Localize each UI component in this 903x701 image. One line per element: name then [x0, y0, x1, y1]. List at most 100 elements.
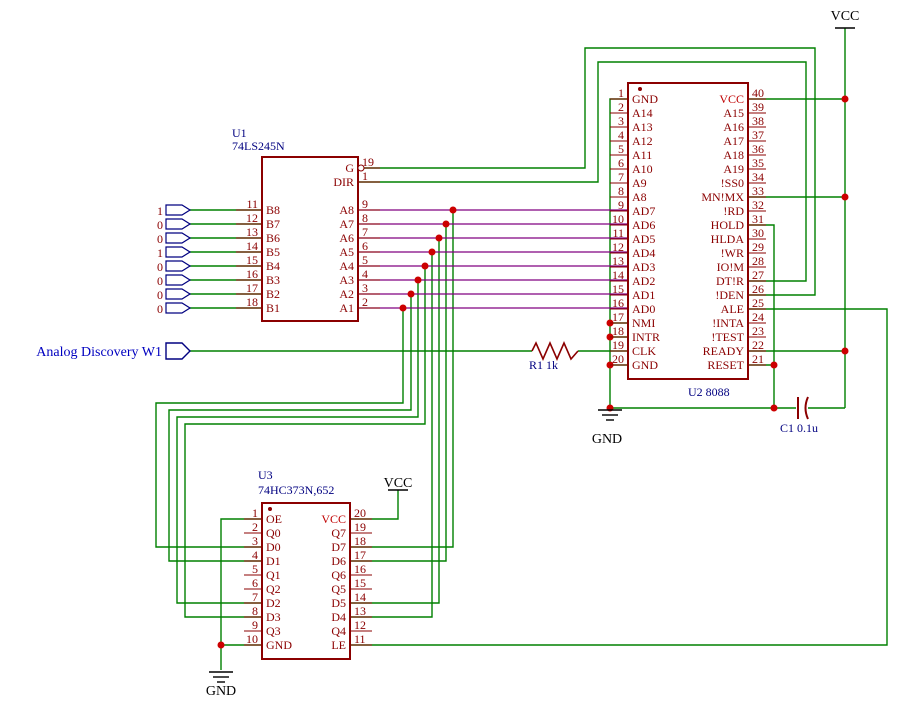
u2-pin-name: AD0 [632, 302, 655, 316]
u2-pin-name: A10 [632, 162, 653, 176]
u2-pin-number: 15 [612, 282, 624, 296]
u2-pin-name: !RD [723, 204, 744, 218]
u2-pin-name: GND [632, 358, 658, 372]
junctions [217, 95, 849, 649]
u2-pin-number: 31 [752, 212, 764, 226]
input-connector-shape [165, 274, 192, 286]
input-value: 0 [157, 260, 163, 274]
gnd-symbol-u2: GND [592, 409, 622, 447]
u2-pin-name: A17 [723, 134, 744, 148]
u2-pin-name: !INTA [712, 316, 744, 330]
resistor-r1: R1 1k [529, 341, 579, 372]
u2-pin-number: 35 [752, 156, 764, 170]
input-connector-shape [165, 218, 192, 230]
u2-pin-name: AD3 [632, 260, 655, 274]
u2-pin-number: 18 [612, 324, 624, 338]
r1-ref: R1 1k [529, 358, 558, 372]
u2-pin-name: ALE [721, 302, 744, 316]
u3-pin-name: D5 [331, 596, 346, 610]
u3-pin-name: Q5 [331, 582, 346, 596]
u2-pin-number: 12 [612, 240, 624, 254]
u2-pin-number: 16 [612, 296, 624, 310]
u1-pin-number: 9 [362, 197, 368, 211]
u3-pin-number: 20 [354, 506, 366, 520]
u2-pin-number: 5 [618, 142, 624, 156]
gnd-label: GND [592, 432, 622, 447]
u1-pin-name: B3 [266, 273, 280, 287]
input-connector-shape [165, 288, 192, 300]
u2-pin-name: AD5 [632, 232, 655, 246]
input-value: 1 [157, 246, 163, 260]
u1-pin-name: B1 [266, 301, 280, 315]
c1-ref: C1 0.1u [780, 421, 818, 435]
u1-pin-number: 13 [246, 225, 258, 239]
u3-pin-number: 14 [354, 590, 366, 604]
u2-pin-number: 29 [752, 240, 764, 254]
u2-pin-name: !SS0 [721, 176, 744, 190]
u1-pin-name: A4 [339, 259, 354, 273]
u2-pin-name: A15 [723, 106, 744, 120]
u1-pin-number: 2 [362, 295, 368, 309]
u2-pin-number: 38 [752, 114, 764, 128]
u1-pin-number: 11 [246, 197, 258, 211]
u1-pin-name: G [345, 161, 354, 175]
u2-pin-name: DT!R [716, 274, 744, 288]
u1-pin-name: B2 [266, 287, 280, 301]
u2-pin-number: 22 [752, 338, 764, 352]
u2-pin-name: A12 [632, 134, 653, 148]
u3-pin-name: D2 [266, 596, 281, 610]
address-data-bus [358, 209, 628, 309]
u2-pin-name: A14 [632, 106, 653, 120]
u3-pin-number: 18 [354, 534, 366, 548]
input-value: 1 [157, 204, 163, 218]
u1-pin-number: 18 [246, 295, 258, 309]
input-value: 0 [157, 218, 163, 232]
u2-pin-name: A18 [723, 148, 744, 162]
u3-pin-name: D0 [266, 540, 281, 554]
u2-pin-number: 20 [612, 352, 624, 366]
u3-pin-name: Q1 [266, 568, 281, 582]
u3-pin-number: 4 [252, 548, 258, 562]
input-connector-shape [165, 204, 192, 216]
u3-pin-name: Q0 [266, 526, 281, 540]
u2-pin-name: A19 [723, 162, 744, 176]
u2-pin-name: IO!M [717, 260, 745, 274]
u3-pin-name: Q4 [331, 624, 346, 638]
u2-pin-number: 36 [752, 142, 764, 156]
u2-pin-number: 10 [612, 212, 624, 226]
u2-pin-number: 21 [752, 352, 764, 366]
u1-pin-number: 1 [362, 169, 368, 183]
vcc-label: VCC [831, 9, 860, 24]
u2-pin-number: 34 [752, 170, 764, 184]
gnd-symbol-u3: GND [206, 671, 236, 699]
u3-pin-number: 6 [252, 576, 258, 590]
u1-pin-name: A5 [339, 245, 354, 259]
u1-part: 74LS245N [232, 139, 285, 153]
u3-pin-number: 16 [354, 562, 366, 576]
u2-pin-name: A16 [723, 120, 744, 134]
u2-pin-name: HOLD [711, 218, 745, 232]
input-connector-shape [165, 260, 192, 272]
input-value: 0 [157, 232, 163, 246]
u1-pin-name: A7 [339, 217, 354, 231]
u2-pin-name: MN!MX [701, 190, 744, 204]
u1-pin-name: A8 [339, 203, 354, 217]
u2-pin-name: AD1 [632, 288, 655, 302]
u3-pin-name: Q3 [266, 624, 281, 638]
input-value: 0 [157, 302, 163, 316]
u1-pin-number: 16 [246, 267, 258, 281]
u2-pin-number: 14 [612, 268, 624, 282]
u3-pin-number: 1 [252, 506, 258, 520]
u3-pin-name: Q7 [331, 526, 346, 540]
u2-pin-number: 13 [612, 254, 624, 268]
u1-pin-number: 12 [246, 211, 258, 225]
u3-pin-name: D7 [331, 540, 346, 554]
vcc-symbol-main: VCC [831, 9, 860, 29]
u3-pin-number: 8 [252, 604, 258, 618]
u2-pin-name: !WR [721, 246, 744, 260]
u1-pin-number: 17 [246, 281, 258, 295]
u1-pin-number: 3 [362, 281, 368, 295]
